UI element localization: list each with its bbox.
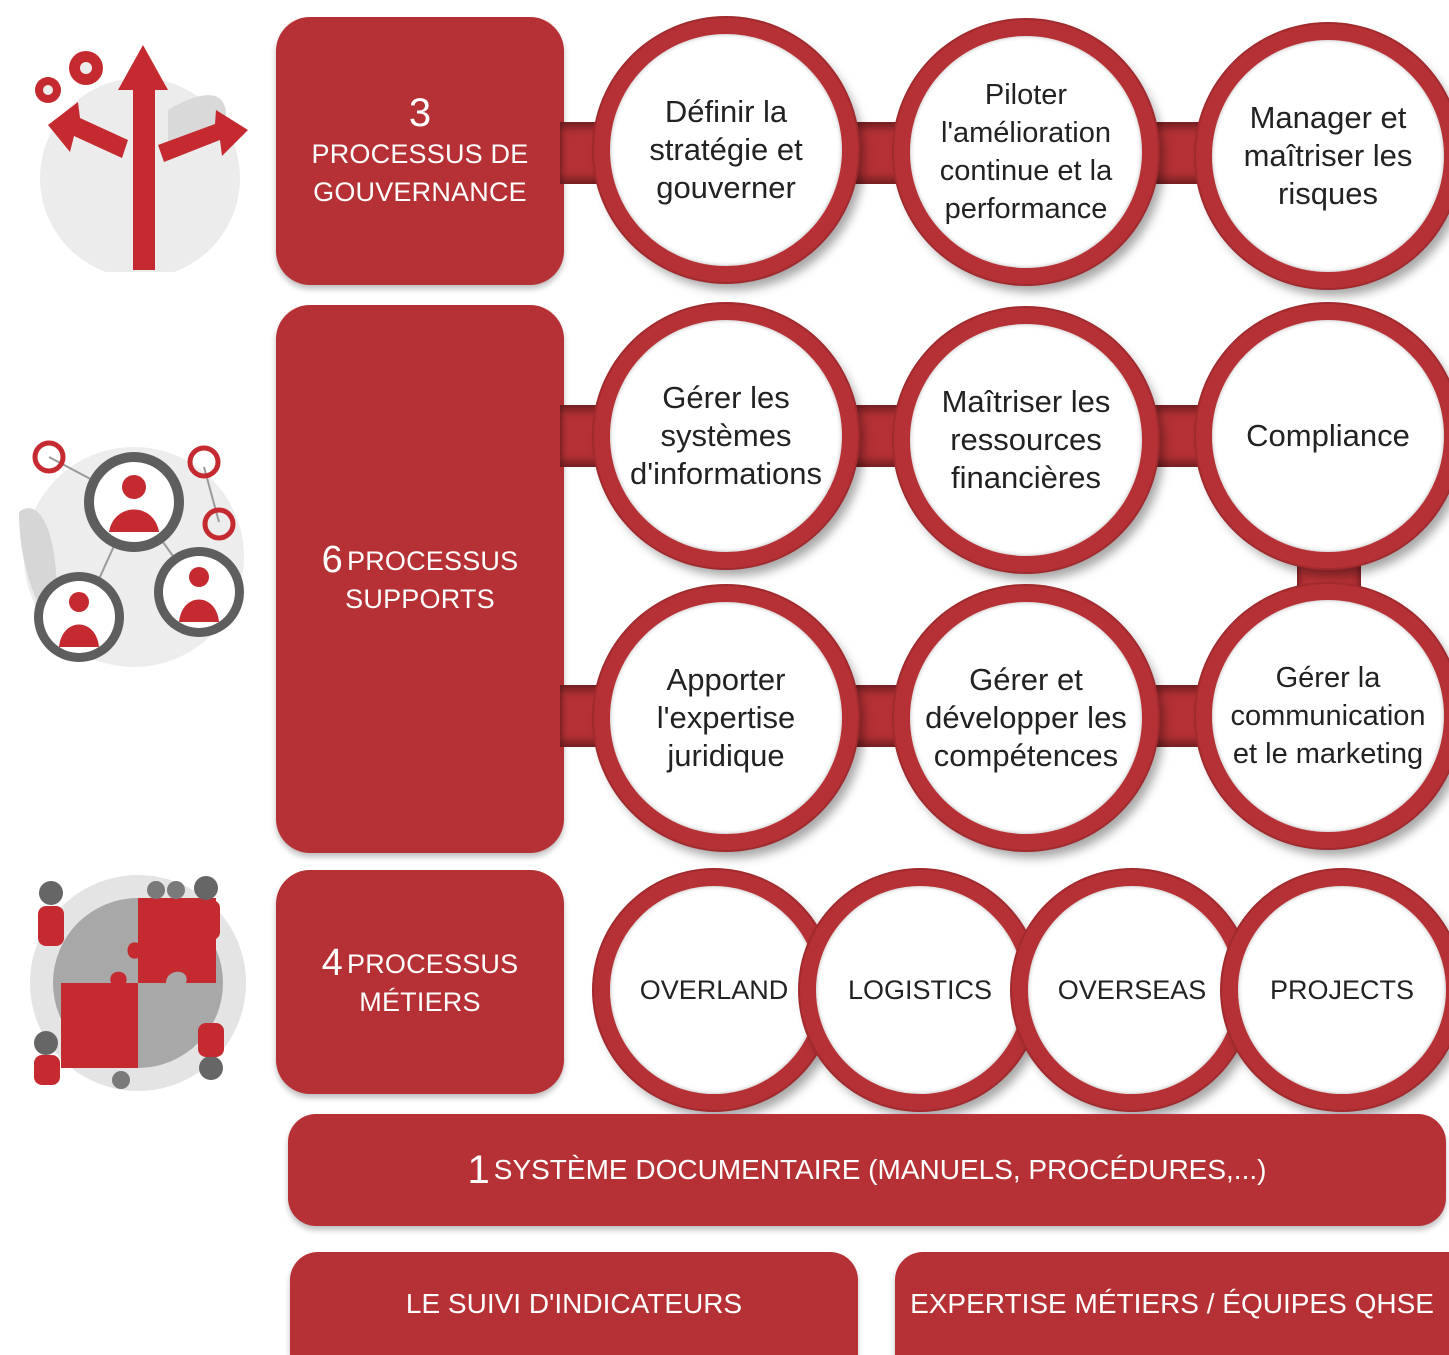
process-circle-compliance: Compliance bbox=[1196, 304, 1449, 568]
crossroads-arrows-icon bbox=[35, 45, 248, 272]
process-circle-risks: Manager et maîtriser les risques bbox=[1196, 24, 1449, 288]
indicators-label: LE SUIVI D'INDICATEURS bbox=[405, 1287, 743, 1319]
qhse-expertise-bar: EXPERTISE MÉTIERS / ÉQUIPES QHSE bbox=[895, 1252, 1449, 1355]
governance-title-line1: PROCESSUS DE bbox=[311, 139, 529, 169]
process-circle-communication: Gérer la communication et le marketing bbox=[1196, 584, 1449, 848]
process-circle-finance: Maîtriser les ressources financières bbox=[894, 308, 1158, 572]
process-circle-performance: Piloter l'amélioration continue et la pe… bbox=[894, 20, 1158, 284]
process-circle-strategy: Définir la stratégie et gouverner bbox=[594, 18, 858, 282]
business-circle-logistics: LOGISTICS bbox=[800, 870, 1040, 1110]
governance-box: 3 PROCESSUS DE GOUVERNANCE bbox=[276, 17, 564, 285]
governance-title-line2: GOUVERNANCE bbox=[313, 177, 527, 207]
indicators-bar: LE SUIVI D'INDICATEURS bbox=[290, 1252, 858, 1355]
supports-title-line2: SUPPORTS bbox=[345, 583, 495, 614]
governance-count: 3 bbox=[408, 91, 432, 135]
documentary-count: 1 bbox=[467, 1147, 490, 1192]
business-circle-projects: PROJECTS bbox=[1222, 870, 1449, 1110]
documentary-label: SYSTÈME DOCUMENTAIRE (MANUELS, PROCÉDURE… bbox=[493, 1154, 1267, 1185]
puzzle-team-icon bbox=[30, 875, 246, 1091]
business-circle-overland: OVERLAND bbox=[594, 870, 834, 1110]
business-circle-overseas: OVERSEAS bbox=[1012, 870, 1252, 1110]
process-circle-legal: Apporter l'expertise juridique bbox=[594, 586, 858, 850]
process-circle-skills: Gérer et développer les compétences bbox=[894, 586, 1158, 850]
process-circle-information-systems: Gérer les systèmes d'informations bbox=[594, 304, 858, 568]
metiers-title-line2: MÉTIERS bbox=[359, 986, 481, 1017]
metiers-count: 4 bbox=[321, 941, 343, 984]
supports-count: 6 bbox=[321, 538, 343, 581]
documentary-system-bar: 1 SYSTÈME DOCUMENTAIRE (MANUELS, PROCÉDU… bbox=[288, 1114, 1446, 1226]
qhse-expertise-label: EXPERTISE MÉTIERS / ÉQUIPES QHSE bbox=[910, 1287, 1434, 1319]
team-gears-icon bbox=[19, 440, 244, 667]
